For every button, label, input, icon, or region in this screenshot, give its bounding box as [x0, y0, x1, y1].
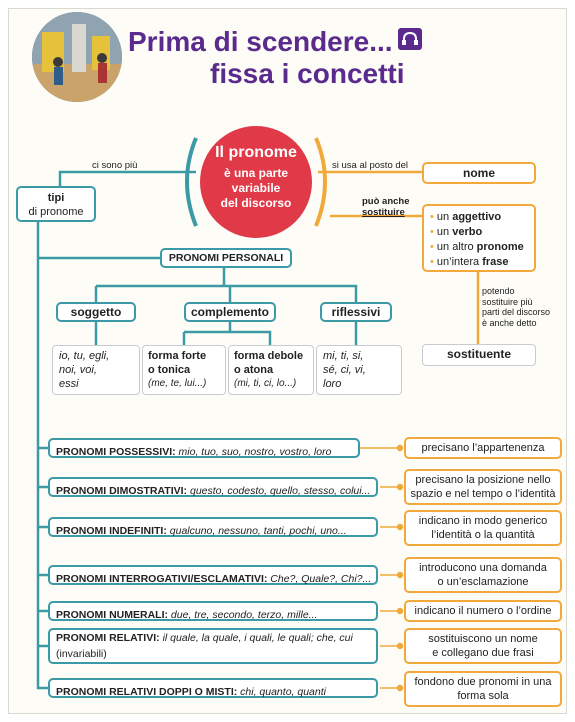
headphones-icon[interactable]: [398, 28, 422, 50]
central-title: Il pronome: [215, 144, 297, 161]
desc-line: forma sola: [457, 690, 509, 702]
sostituente-note: potendo sostituire più parti del discors…: [482, 286, 550, 328]
row-examples: Che?, Quale?, Chi?...: [270, 573, 372, 585]
replace-item: • un’intera frase: [430, 256, 509, 268]
row-examples: mio, tuo, suo, nostro, vostro, loro: [178, 446, 332, 458]
forms-line: noi, voi,: [59, 364, 97, 376]
sostituente-box: sostituente: [422, 344, 536, 366]
soggetto-box: soggetto: [56, 302, 136, 322]
complemento-label: complemento: [190, 305, 269, 319]
forte-line: o tonica: [148, 364, 191, 376]
row-numerali: PRONOMI NUMERALI: due, tre, secondo, ter…: [48, 601, 378, 621]
row-relativi: PRONOMI RELATIVI: il quale, la quale, i …: [48, 628, 378, 664]
desc-line: fondono due pronomi in una: [414, 676, 552, 688]
forte-line: forma forte: [148, 350, 207, 362]
row-label: PRONOMI RELATIVI DOPPI O MISTI:: [56, 686, 238, 698]
row-label: PRONOMI NUMERALI:: [56, 609, 168, 621]
desc-numerali: indicano il numero o l’ordine: [404, 600, 562, 622]
page-title-line2: fissa i concetti: [210, 58, 405, 89]
note-line: sostituire più: [482, 296, 533, 307]
desc-possessivi: precisano l’appartenenza: [404, 437, 562, 459]
desc-line: spazio e nel tempo o l’identità: [410, 488, 556, 500]
row-interrogativi: PRONOMI INTERROGATIVI/ESCLAMATIVI: Che?,…: [48, 565, 378, 585]
row-label: PRONOMI POSSESSIVI:: [56, 446, 176, 458]
desc-line: sostituiscono un nome: [428, 633, 538, 645]
personali-title: PRONOMI PERSONALI: [168, 252, 284, 264]
desc-line: indicano in modo generico: [418, 515, 548, 527]
replace-list-box: • un aggettivo • un verbo • un altro pro…: [422, 204, 536, 272]
desc-line: o un’esclamazione: [437, 576, 529, 588]
connector-label-tipi: ci sono più: [92, 160, 138, 171]
desc-line: e collegano due frasi: [432, 647, 534, 659]
forma-debole-box: forma debole o atona (mi, ti, ci, lo...): [228, 345, 314, 395]
connector-label-anche: può anche: [362, 196, 410, 207]
note-line: potendo: [482, 286, 515, 296]
nome-box: nome: [422, 162, 536, 184]
replace-item: • un verbo: [430, 226, 483, 238]
forms-line: sé, ci, vi,: [323, 364, 366, 376]
debole-line: (mi, ti, ci, lo...): [234, 378, 297, 389]
note-line: parti del discorso: [482, 307, 551, 317]
row-label: PRONOMI RELATIVI:: [56, 632, 160, 644]
forms-line: mi, ti, si,: [323, 350, 364, 362]
complemento-box: complemento: [184, 302, 276, 322]
desc-line: precisano l’appartenenza: [421, 442, 545, 454]
soggetto-label: soggetto: [70, 305, 122, 319]
forms-line: loro: [323, 378, 342, 390]
desc-line: l’identità o la quantità: [431, 529, 535, 541]
sostituente-label: sostituente: [446, 347, 511, 361]
desc-relativi: sostituiscono un nome e collegano due fr…: [404, 628, 562, 664]
forms-line: io, tu, egli,: [59, 350, 110, 362]
tipi-bold: tipi: [47, 192, 65, 204]
row-examples: chi, quanto, quanti: [240, 686, 326, 698]
row-examples: due, tre, secondo, terzo, mille...: [170, 609, 318, 621]
tipi-rest: di pronome: [28, 206, 84, 218]
row-examples: il quale, la quale, i quali, le quali; c…: [162, 632, 353, 644]
riflessivi-label: riflessivi: [331, 305, 381, 319]
central-def-l2: variabile: [231, 181, 281, 195]
central-concept-circle: Il pronome è una parte variabile del dis…: [200, 126, 312, 238]
row-examples: questo, codesto, quello, stesso, colui..…: [189, 485, 371, 497]
debole-line: forma debole: [234, 350, 304, 362]
forms-line: essi: [59, 378, 79, 390]
row-label: PRONOMI INDEFINITI:: [56, 525, 167, 537]
row-relativi-doppi: PRONOMI RELATIVI DOPPI O MISTI: chi, qua…: [48, 678, 378, 698]
desc-relativi-doppi: fondono due pronomi in una forma sola: [404, 671, 562, 707]
riflessivi-forms-box: mi, ti, si, sé, ci, vi, loro: [316, 345, 402, 395]
soggetto-forms-box: io, tu, egli, noi, voi, essi: [52, 345, 140, 395]
connector-label-nome: si usa al posto del: [332, 160, 409, 171]
desc-indefiniti: indicano in modo generico l’identità o l…: [404, 510, 562, 546]
central-def-l1: è una parte: [223, 166, 289, 180]
note-line: è anche detto: [482, 317, 537, 328]
page-title-line1: Prima di scendere...: [128, 26, 393, 57]
riflessivi-box: riflessivi: [320, 302, 392, 322]
row-examples: qualcuno, nessuno, tanti, pochi, uno...: [169, 525, 347, 537]
row-examples-line2: (invariabili): [56, 648, 107, 660]
desc-line: precisano la posizione nello: [415, 474, 551, 486]
personali-box: PRONOMI PERSONALI: [160, 248, 292, 268]
desc-line: introducono una domanda: [419, 562, 547, 574]
nome-label: nome: [462, 166, 495, 180]
debole-line: o atona: [234, 364, 274, 376]
replace-item: • un altro pronome: [430, 241, 524, 253]
row-possessivi: PRONOMI POSSESSIVI: mio, tuo, suo, nostr…: [48, 438, 360, 458]
connector-label-sostituire: sostituire: [362, 207, 405, 218]
row-label: PRONOMI DIMOSTRATIVI:: [56, 485, 188, 497]
station-photo: [32, 12, 122, 102]
forma-forte-box: forma forte o tonica (me, te, lui...): [142, 345, 226, 395]
row-dimostrativi: PRONOMI DIMOSTRATIVI: questo, codesto, q…: [48, 477, 378, 497]
forte-line: (me, te, lui...): [148, 378, 207, 389]
central-def-l3: del discorso: [220, 196, 292, 210]
desc-interrogativi: introducono una domanda o un’esclamazion…: [404, 557, 562, 593]
tipi-box: tipi di pronome: [16, 186, 96, 222]
row-indefiniti: PRONOMI INDEFINITI: qualcuno, nessuno, t…: [48, 517, 378, 537]
desc-line: indicano il numero o l’ordine: [414, 605, 552, 617]
row-label: PRONOMI INTERROGATIVI/ESCLAMATIVI:: [56, 573, 268, 585]
desc-dimostrativi: precisano la posizione nello spazio e ne…: [404, 469, 562, 505]
replace-item: • un aggettivo: [430, 211, 502, 223]
